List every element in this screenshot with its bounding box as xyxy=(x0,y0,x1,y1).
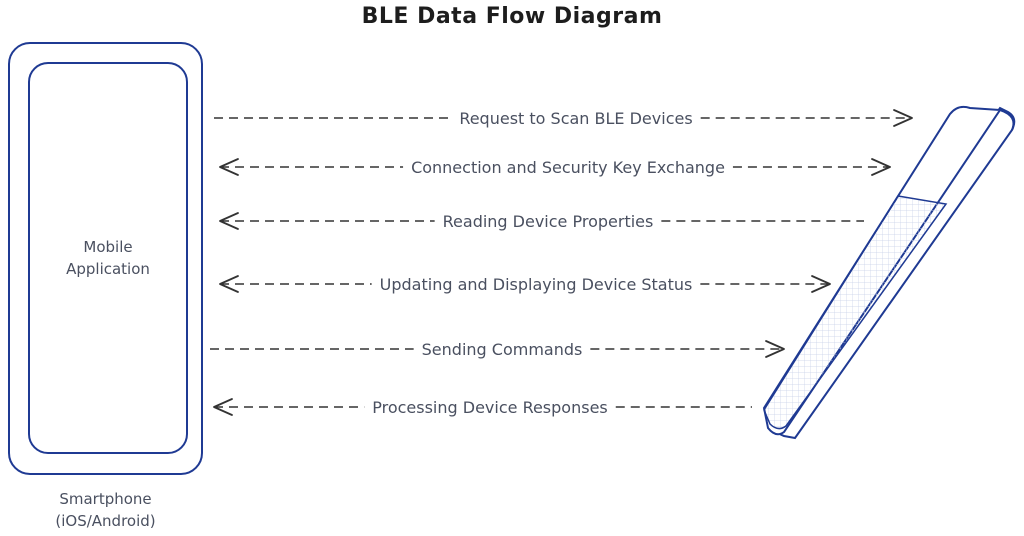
arrowhead-right xyxy=(811,275,831,293)
flow-label: Connection and Security Key Exchange xyxy=(411,158,725,177)
mobile-app-label-line1: Mobile xyxy=(83,238,133,256)
ble-device-screen xyxy=(763,195,948,430)
flow-1: Request to Scan BLE Devices xyxy=(214,109,913,128)
mobile-app-label: Mobile Application xyxy=(28,236,188,280)
flow-2: Connection and Security Key Exchange xyxy=(219,158,891,177)
flow-4: Updating and Displaying Device Status xyxy=(219,275,831,294)
mobile-app-label-line2: Application xyxy=(66,260,150,278)
smartphone-outline xyxy=(8,42,203,475)
arrowhead-right xyxy=(893,109,913,127)
smartphone-label-line1: Smartphone xyxy=(59,490,152,508)
flow-5: Sending Commands xyxy=(210,340,785,359)
flow-6: Processing Device Responses xyxy=(213,398,752,417)
flow-label: Sending Commands xyxy=(422,340,583,359)
arrowhead-left xyxy=(219,158,239,176)
arrowhead-right xyxy=(871,158,891,176)
smartphone-label-line2: (iOS/Android) xyxy=(55,512,156,530)
arrowhead-left xyxy=(213,398,233,416)
flow-label: Request to Scan BLE Devices xyxy=(459,109,692,128)
arrowhead-right xyxy=(765,340,785,358)
ble-device xyxy=(762,105,1016,440)
arrowhead-left xyxy=(219,275,239,293)
diagram-title: BLE Data Flow Diagram xyxy=(361,4,663,29)
arrowhead-left xyxy=(219,212,239,230)
mobile-app-screen xyxy=(28,62,188,454)
smartphone-label: Smartphone (iOS/Android) xyxy=(8,488,203,532)
flow-label: Processing Device Responses xyxy=(372,398,608,417)
flow-label: Updating and Displaying Device Status xyxy=(380,275,693,294)
flow-label: Reading Device Properties xyxy=(443,212,654,231)
flow-3: Reading Device Properties xyxy=(219,212,864,231)
